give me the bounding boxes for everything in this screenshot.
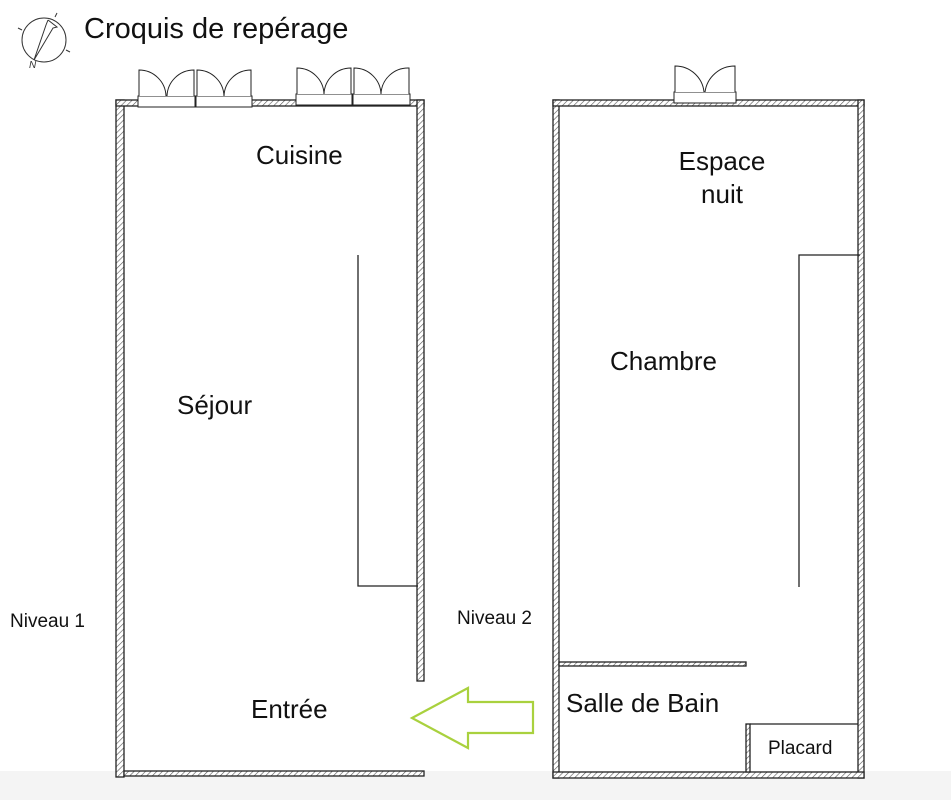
page-title: Croquis de repérage [84, 13, 349, 45]
level-1-label: Niveau 1 [10, 611, 85, 632]
room-cuisine: Cuisine [256, 140, 343, 170]
level-2-partition [750, 254, 860, 725]
level-2-window [673, 65, 737, 104]
level-1-walls [115, 99, 425, 778]
svg-text:N: N [29, 60, 37, 71]
direction-arrow-icon [409, 686, 535, 750]
room-salle-de-bain: Salle de Bain [566, 688, 720, 718]
room-espace-nuit: Espace nuit [678, 146, 766, 209]
room-chambre: Chambre [610, 346, 717, 376]
level-2-label: Niveau 2 [457, 608, 532, 629]
level-1-windows [137, 67, 411, 108]
room-sejour: Séjour [177, 390, 253, 420]
room-placard: Placard [768, 738, 833, 759]
room-entree: Entrée [251, 694, 328, 724]
level-1-partition [357, 255, 418, 587]
north-arrow-icon: N [17, 12, 71, 71]
